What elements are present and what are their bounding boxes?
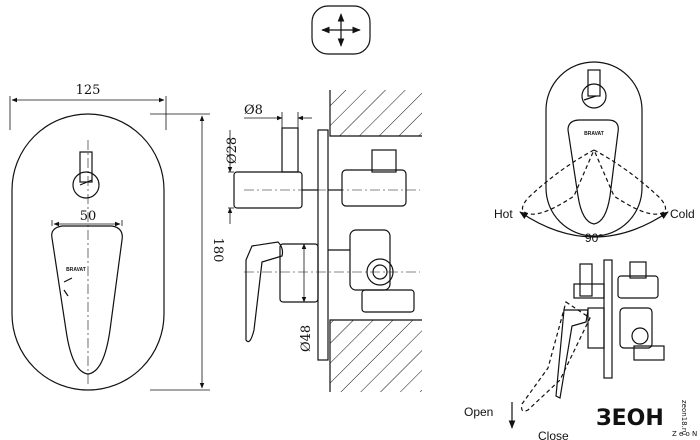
diverter-stem	[79, 151, 93, 183]
watermark-side-text: zeon18.ru	[680, 400, 688, 435]
rotation-wall-plate	[545, 61, 643, 237]
watermark-logo: ЗЕОН zeon18.ru Z e o N	[596, 400, 697, 438]
rotation-view	[519, 61, 669, 238]
side-diverter-stem	[281, 127, 299, 173]
dimension-dia8	[244, 112, 312, 128]
diverter-knob	[72, 171, 100, 199]
dimension-dia28-label: Ø28	[225, 137, 240, 164]
hot-label: Hot	[494, 207, 513, 221]
dimension-180	[150, 113, 210, 391]
dimension-50	[51, 220, 123, 227]
watermark-sub-text: Z e o N	[672, 430, 697, 438]
dimension-125	[9, 96, 167, 130]
operation-symbol-icon	[311, 5, 371, 55]
side-wall-plate	[317, 129, 329, 361]
front-brand-mark: BRAVAT	[66, 267, 86, 273]
side-lever-profile	[245, 241, 284, 343]
side-valve-body	[341, 169, 407, 207]
dimension-dia48	[298, 243, 310, 303]
dimension-dia48-label: Ø48	[299, 325, 314, 352]
dimension-50-label: 50	[80, 209, 97, 224]
wall-hatch-top	[330, 90, 422, 136]
dimension-dia8-label: Ø8	[244, 103, 263, 118]
lever-handle	[51, 225, 123, 375]
dimension-125-label: 125	[76, 83, 101, 98]
rotation-brand-mark: BRAVAT	[584, 131, 604, 137]
wall-plate-outline	[11, 113, 165, 391]
lift-view	[508, 259, 665, 429]
dimension-dia28	[227, 130, 234, 224]
angle-label: 90°	[585, 231, 603, 245]
cold-label: Cold	[670, 207, 695, 221]
wall-hatch-bottom	[330, 320, 422, 392]
front-view	[11, 113, 165, 391]
dimension-180-label: 180	[210, 238, 225, 263]
watermark-main-text: ЗЕОН	[596, 406, 664, 431]
close-label: Close	[538, 429, 569, 440]
open-label: Open	[464, 405, 493, 419]
